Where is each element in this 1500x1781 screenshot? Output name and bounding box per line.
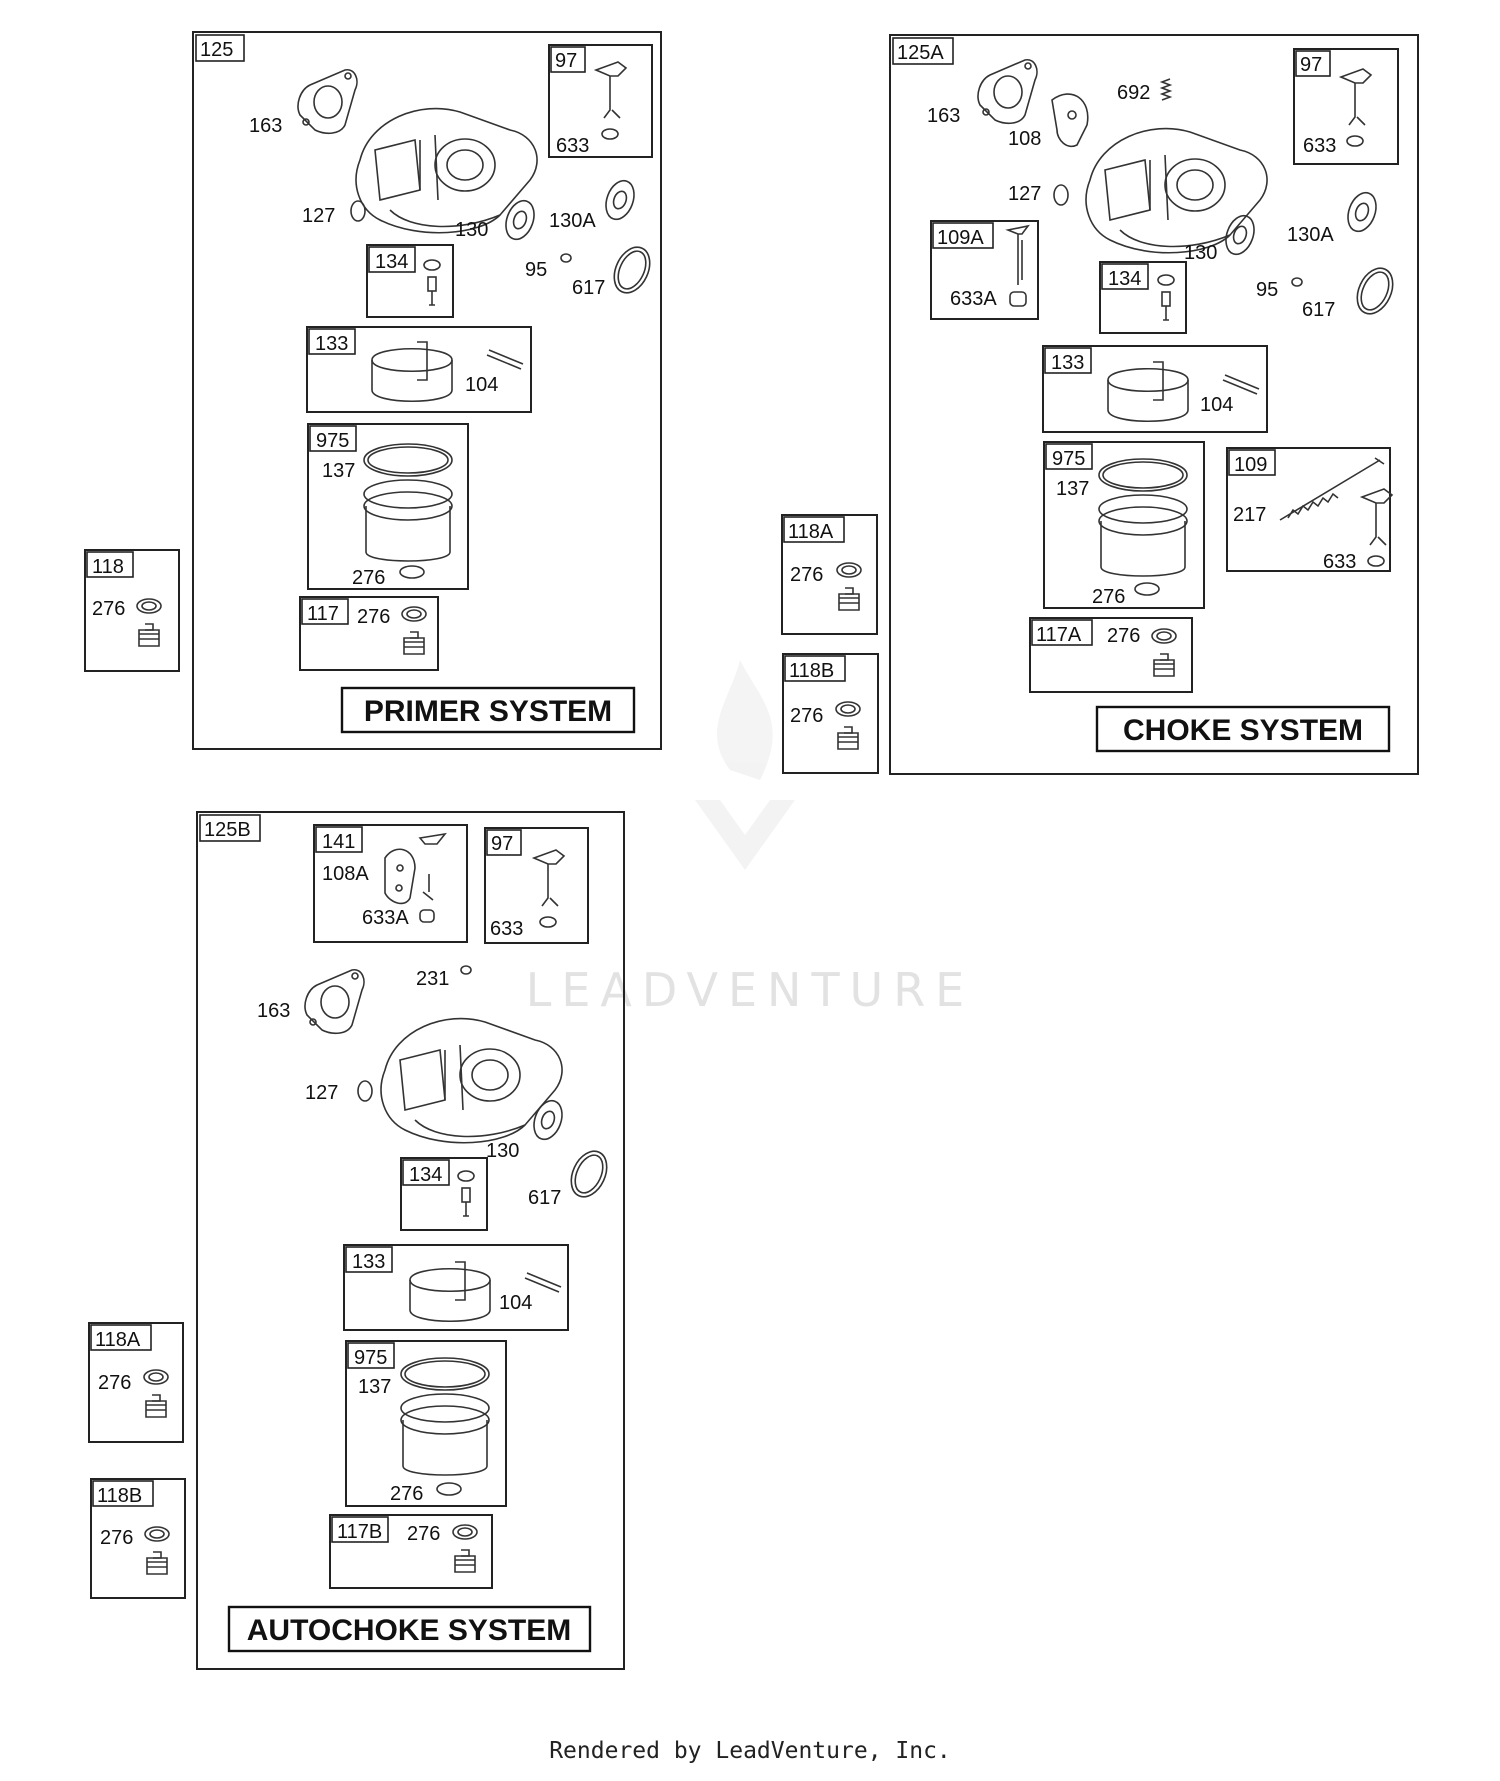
primer-kit975-label-137: 137 <box>322 460 355 482</box>
autochoke-label-231: 231 <box>416 968 449 990</box>
autochoke-kit97-label-633: 633 <box>490 918 523 940</box>
autochoke-kit97-tag: 97 <box>491 833 513 855</box>
watermark-text: LEADVENTURE <box>526 963 975 1017</box>
primer-kit97-label-633: 633 <box>556 135 589 157</box>
primer-label-127: 127 <box>302 205 335 227</box>
autochoke-kit118b-tag: 118B <box>97 1485 142 1507</box>
choke-label-163: 163 <box>927 105 960 127</box>
primer-label-95: 95 <box>525 259 547 281</box>
autochoke-kit975-tag: 975 <box>354 1347 387 1369</box>
choke-kit134-tag: 134 <box>1108 268 1141 290</box>
primer-kit133-tag: 133 <box>315 333 348 355</box>
primer-system-panel: 125 163 127 130 130A 95 617 97 633 134 1… <box>192 31 662 750</box>
autochoke-kit117b-tag: 117B <box>337 1521 382 1543</box>
autochoke-kit141-label-108a: 108A <box>322 863 369 885</box>
autochoke-kit133-tag: 133 <box>352 1251 385 1273</box>
choke-kit97-label-633: 633 <box>1303 135 1336 157</box>
autochoke-label-127: 127 <box>305 1082 338 1104</box>
choke-kit118a: 118A 276 <box>781 514 878 635</box>
choke-kit109-label-217: 217 <box>1233 504 1266 526</box>
autochoke-kit133-label-104: 104 <box>499 1292 532 1314</box>
choke-kit109-tag: 109 <box>1234 454 1267 476</box>
choke-label-127: 127 <box>1008 183 1041 205</box>
choke-kit118b-label-276: 276 <box>790 705 823 727</box>
watermark-logo <box>695 660 795 870</box>
choke-kit133-label-104: 104 <box>1200 394 1233 416</box>
choke-label-130a: 130A <box>1287 224 1334 246</box>
choke-tag: 125A <box>897 42 944 64</box>
choke-kit109a-tag: 109A <box>937 227 984 249</box>
primer-label-163: 163 <box>249 115 282 137</box>
footer-credit: Rendered by LeadVenture, Inc. <box>549 1738 951 1764</box>
primer-kit118-label-276: 276 <box>92 598 125 620</box>
choke-kit118b: 118B 276 <box>782 653 879 774</box>
primer-kit975-tag: 975 <box>316 430 349 452</box>
choke-kit133-tag: 133 <box>1051 352 1084 374</box>
autochoke-kit141-tag: 141 <box>322 831 355 853</box>
primer-label-617: 617 <box>572 277 605 299</box>
autochoke-kit975-label-276: 276 <box>390 1483 423 1505</box>
choke-label-130: 130 <box>1184 242 1217 264</box>
choke-kit117a-label-276: 276 <box>1107 625 1140 647</box>
primer-kit975-label-276: 276 <box>352 567 385 589</box>
autochoke-kit118a: 118A 276 <box>88 1322 184 1443</box>
autochoke-label-130: 130 <box>486 1140 519 1162</box>
choke-kit118a-tag: 118A <box>788 521 834 543</box>
autochoke-kit975-label-137: 137 <box>358 1376 391 1398</box>
autochoke-kit118a-label-276: 276 <box>98 1372 131 1394</box>
choke-label-617: 617 <box>1302 299 1335 321</box>
choke-kit975-label-276: 276 <box>1092 586 1125 608</box>
autochoke-label-163: 163 <box>257 1000 290 1022</box>
autochoke-kit134-tag: 134 <box>409 1164 442 1186</box>
choke-kit109a-label-633a: 633A <box>950 288 997 310</box>
primer-kit134-tag: 134 <box>375 251 408 273</box>
choke-kit975-tag: 975 <box>1052 448 1085 470</box>
autochoke-system-panel: 125B 141 108A 633A 97 633 163 231 127 13… <box>196 811 625 1670</box>
primer-kit118: 118 276 <box>84 549 180 672</box>
primer-kit117-label-276: 276 <box>357 606 390 628</box>
autochoke-tag: 125B <box>204 819 251 841</box>
choke-kit117a-tag: 117A <box>1036 624 1082 646</box>
primer-kit117-tag: 117 <box>307 603 339 625</box>
choke-label-108: 108 <box>1008 128 1041 150</box>
primer-label-130: 130 <box>455 219 488 241</box>
primer-kit118-tag: 118 <box>92 556 124 578</box>
autochoke-kit117b-label-276: 276 <box>407 1523 440 1545</box>
autochoke-label-617: 617 <box>528 1187 561 1209</box>
choke-system-panel: 125A 163 108 692 127 130 130A 95 617 97 … <box>889 34 1419 775</box>
autochoke-kit141-label-633a: 633A <box>362 907 409 929</box>
choke-label-95: 95 <box>1256 279 1278 301</box>
choke-kit118b-tag: 118B <box>789 660 834 682</box>
choke-label-692: 692 <box>1117 82 1150 104</box>
autochoke-system-title: AUTOCHOKE SYSTEM <box>247 1614 571 1647</box>
primer-system-title: PRIMER SYSTEM <box>364 695 612 728</box>
primer-kit97-tag: 97 <box>555 50 577 72</box>
autochoke-kit118a-tag: 118A <box>95 1329 141 1351</box>
primer-tag: 125 <box>200 39 233 61</box>
autochoke-kit118b-label-276: 276 <box>100 1527 133 1549</box>
primer-label-130a: 130A <box>549 210 596 232</box>
choke-kit109-label-633: 633 <box>1323 551 1356 573</box>
choke-kit118a-label-276: 276 <box>790 564 823 586</box>
choke-kit97-tag: 97 <box>1300 54 1322 76</box>
choke-system-title: CHOKE SYSTEM <box>1123 714 1363 747</box>
choke-kit975-label-137: 137 <box>1056 478 1089 500</box>
primer-kit133-label-104: 104 <box>465 374 498 396</box>
autochoke-kit118b: 118B 276 <box>90 1478 186 1599</box>
